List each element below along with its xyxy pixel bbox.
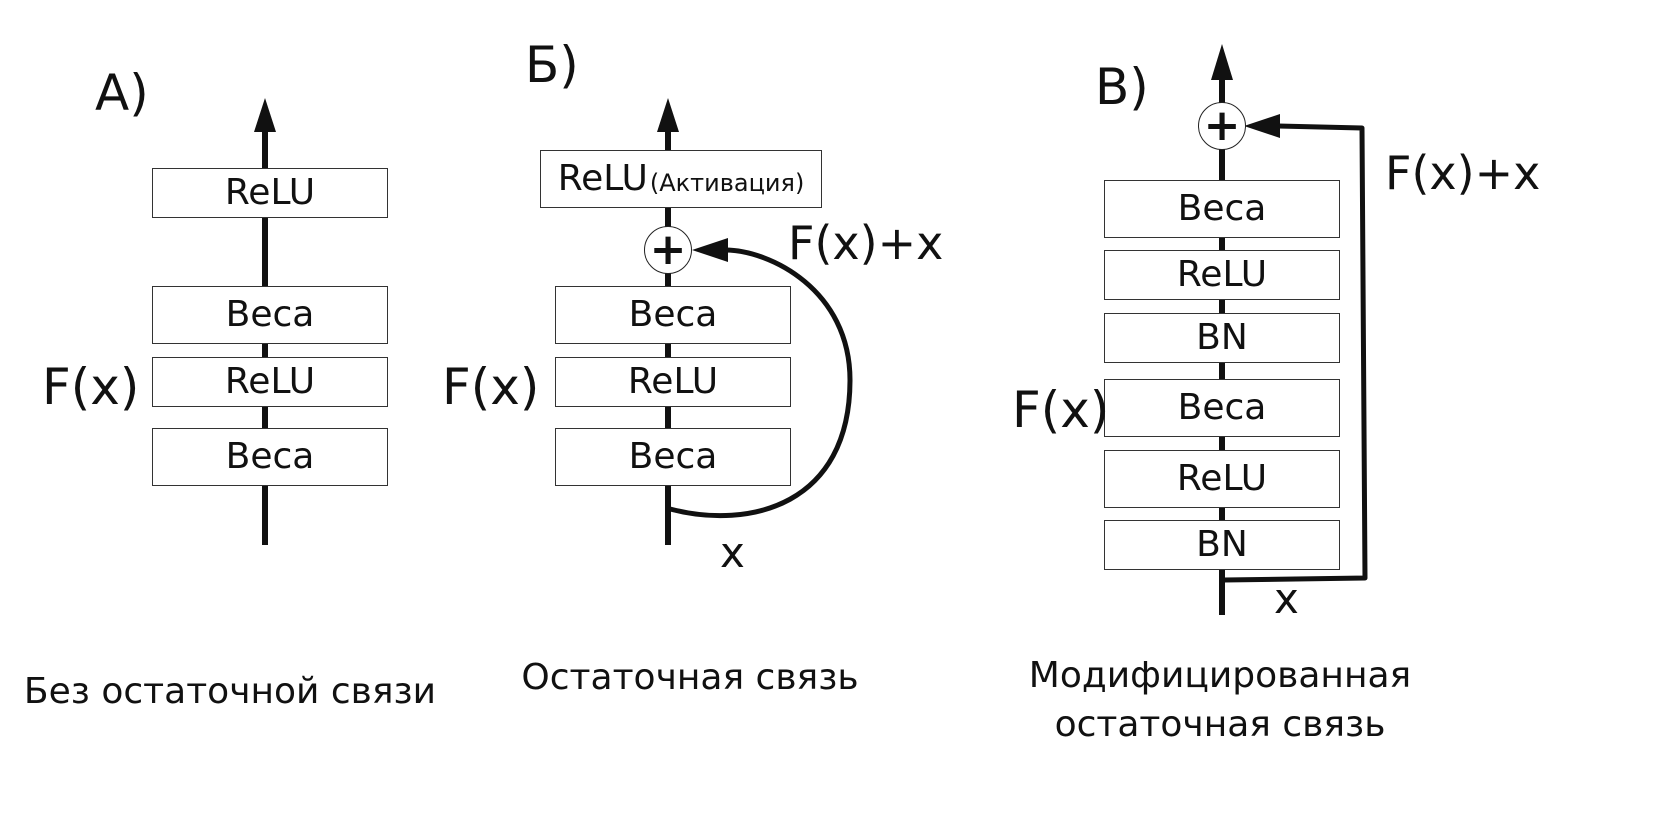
output-arrowhead bbox=[1211, 44, 1233, 80]
panel-modified-residual: В) + Веса ReLU BN Веса ReLU BN F(x) F(x)… bbox=[1012, 0, 1660, 820]
block-weights: Веса bbox=[1104, 180, 1340, 238]
sum-label: F(x)+x bbox=[788, 216, 944, 270]
input-x-label: x bbox=[1274, 574, 1299, 623]
output-arrowhead bbox=[657, 98, 679, 132]
block-weights: Веса bbox=[555, 286, 791, 344]
sum-label: F(x)+x bbox=[1385, 146, 1541, 200]
fx-label: F(x) bbox=[42, 358, 140, 416]
block-relu: ReLU bbox=[1104, 450, 1340, 508]
block-activation: ReLU(Активация) bbox=[540, 150, 822, 208]
block-relu: ReLU bbox=[1104, 250, 1340, 300]
activation-note: (Активация) bbox=[649, 169, 805, 197]
output-arrowhead bbox=[254, 98, 276, 132]
block-weights: Веса bbox=[152, 428, 388, 486]
panel-letter: Б) bbox=[525, 36, 579, 94]
skip-connection-curve bbox=[669, 247, 853, 519]
fx-label: F(x) bbox=[442, 358, 540, 416]
sum-node-icon: + bbox=[1198, 102, 1246, 150]
block-relu: ReLU bbox=[555, 357, 791, 407]
block-relu: ReLU bbox=[152, 357, 388, 407]
caption-line-2: остаточная связь bbox=[1054, 703, 1386, 745]
block-batchnorm: BN bbox=[1104, 520, 1340, 570]
skip-arrowhead bbox=[692, 238, 728, 262]
block-relu-top: ReLU bbox=[152, 168, 388, 218]
caption-line-1: Модифицированная bbox=[1028, 655, 1412, 696]
block-weights: Веса bbox=[555, 428, 791, 486]
panel-caption: Модифицированная остаточная связь bbox=[1000, 652, 1440, 749]
skip-arrowhead bbox=[1244, 114, 1280, 138]
panel-residual: Б) ReLU(Активация) + Веса ReLU Веса F(x)… bbox=[442, 0, 1040, 820]
block-weights: Веса bbox=[1104, 379, 1340, 437]
block-batchnorm: BN bbox=[1104, 313, 1340, 363]
skip-connection-path bbox=[1223, 123, 1368, 583]
fx-label: F(x) bbox=[1012, 381, 1110, 439]
panel-letter: В) bbox=[1095, 58, 1149, 116]
sum-node-icon: + bbox=[644, 226, 692, 274]
panel-no-residual: А) ReLU Веса ReLU Веса F(x) Без остаточн… bbox=[0, 0, 520, 820]
block-weights: Веса bbox=[152, 286, 388, 344]
panel-caption: Остаточная связь bbox=[521, 657, 859, 698]
activation-label: ReLU bbox=[557, 158, 648, 199]
input-x-label: x bbox=[720, 528, 745, 577]
panel-caption: Без остаточной связи bbox=[23, 671, 437, 712]
panel-letter: А) bbox=[95, 64, 149, 122]
